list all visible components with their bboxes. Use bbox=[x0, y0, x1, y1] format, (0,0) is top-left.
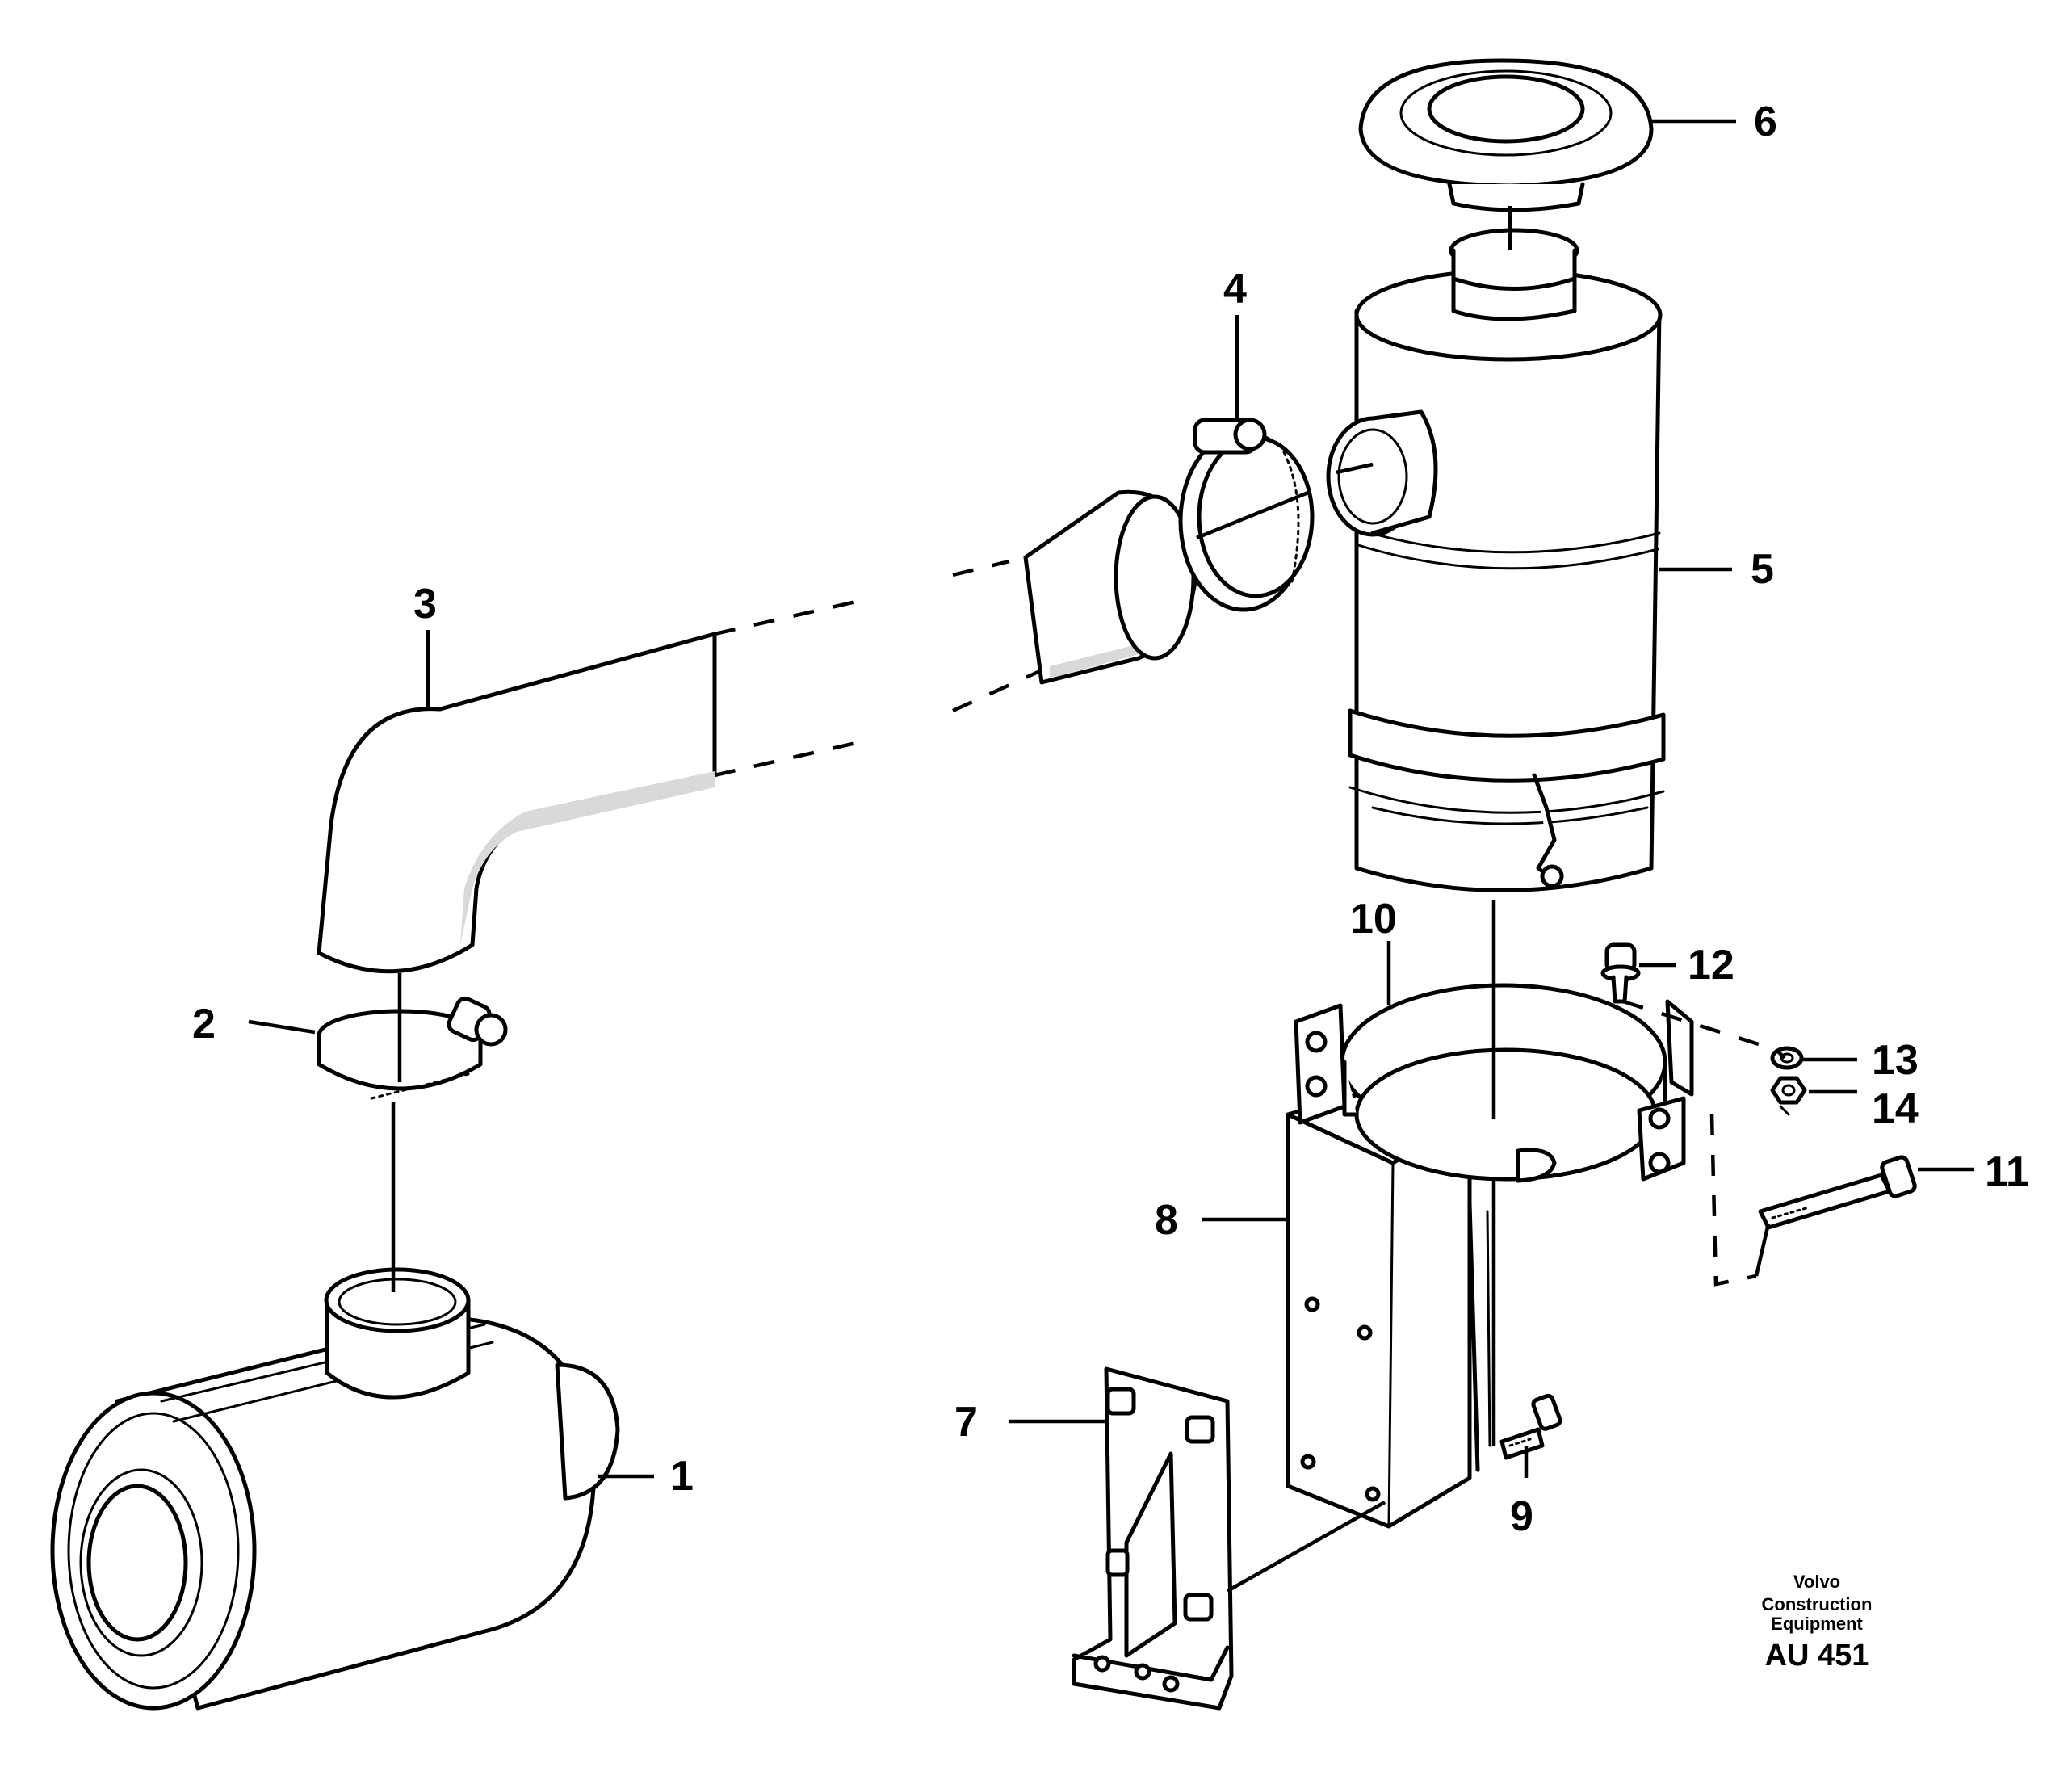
callout-8: 8 bbox=[1155, 1197, 1178, 1244]
part-9-bolt bbox=[1499, 1393, 1562, 1460]
callout-4: 4 bbox=[1223, 266, 1247, 313]
part-1-precleaner bbox=[50, 1267, 620, 1711]
callout-13: 13 bbox=[1872, 1037, 1919, 1084]
callout-12: 12 bbox=[1688, 942, 1734, 989]
callout-5: 5 bbox=[1751, 546, 1774, 593]
caption-company-line1: Volvo Construction bbox=[1761, 1572, 1873, 1614]
callout-2: 2 bbox=[192, 1001, 216, 1047]
caption-company-line2: Equipment bbox=[1771, 1614, 1863, 1634]
callout-1: 1 bbox=[670, 1453, 694, 1500]
part-7-angle-bracket bbox=[1072, 1366, 1234, 1711]
callout-11: 11 bbox=[1985, 1148, 2029, 1195]
part-12-screw bbox=[1600, 942, 1641, 1004]
callout-7: 7 bbox=[954, 1399, 978, 1446]
part-14-nut bbox=[1770, 1076, 1807, 1116]
callout-14: 14 bbox=[1872, 1085, 1919, 1132]
part-5-air-cleaner bbox=[1326, 228, 1666, 892]
callout-10: 10 bbox=[1350, 896, 1397, 942]
part-10-band-clamp bbox=[1294, 983, 1694, 1183]
part-11-bolt bbox=[1758, 1155, 1917, 1230]
assembly-lines bbox=[391, 206, 1786, 1593]
part-4-hose-clamp bbox=[1178, 418, 1315, 612]
callout-9: 9 bbox=[1510, 1493, 1533, 1540]
part-6-rain-cap bbox=[1358, 58, 1654, 212]
callout-3: 3 bbox=[413, 581, 437, 628]
callout-labels: 1 2 3 4 5 6 7 8 9 10 11 12 13 14 bbox=[192, 99, 2029, 1540]
callout-6: 6 bbox=[1754, 99, 1777, 145]
caption-drawing-code: AU 451 bbox=[1764, 1639, 1869, 1673]
callout-leaders bbox=[248, 119, 1974, 1479]
part-3-intake-hose bbox=[317, 489, 1197, 974]
part-2-hose-clamp bbox=[317, 996, 508, 1100]
